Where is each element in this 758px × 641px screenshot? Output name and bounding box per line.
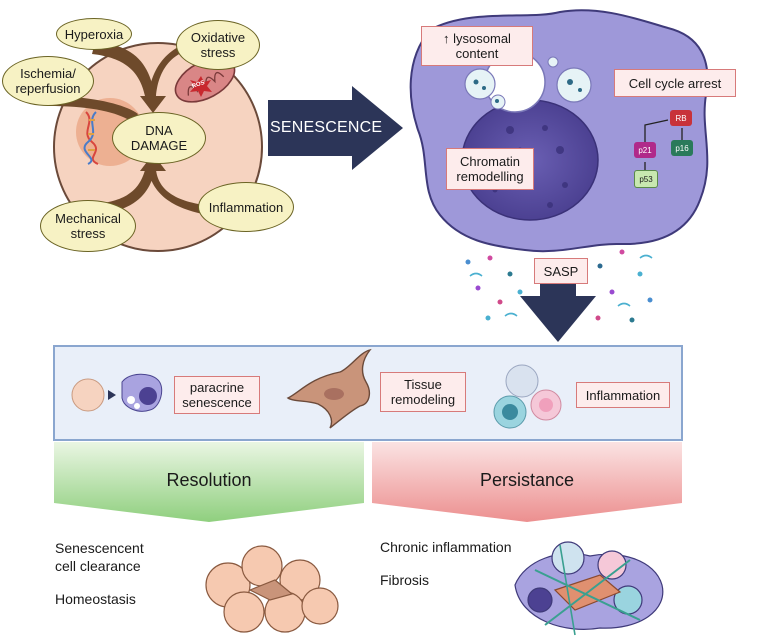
cause-inflammation: Inflammation xyxy=(198,182,294,232)
cause-ischemia-label: Ischemia/reperfusion xyxy=(15,66,81,96)
cause-hyperoxia: Hyperoxia xyxy=(56,18,132,50)
p21-node: p21 xyxy=(634,142,656,158)
dna-helix-icon xyxy=(83,111,99,165)
inflammation-effect-label: Inflammation xyxy=(576,382,670,408)
cause-hyperoxia-label: Hyperoxia xyxy=(64,26,124,42)
lysosome-vesicles xyxy=(464,51,592,113)
senescence-arrow-shape xyxy=(268,86,403,170)
p16-node: p16 xyxy=(671,140,693,156)
ros-burst-icon xyxy=(190,76,212,97)
cause-inflammation-label: Inflammation xyxy=(208,199,284,215)
persistance-tissue-cluster xyxy=(514,541,664,636)
resolution-title: Resolution xyxy=(166,470,252,490)
cell-cycle-arrest-label: Cell cycle arrest xyxy=(614,69,736,97)
resolution-cell-cluster xyxy=(205,545,339,633)
cause-ischemia: Ischemia/reperfusion xyxy=(2,56,94,106)
rb-node: RB xyxy=(670,110,692,126)
sasp-label: SASP xyxy=(534,258,588,284)
persistance-title: Persistance xyxy=(479,470,575,490)
chronic-inflammation-text: Chronic inflammation xyxy=(380,539,512,555)
homeostasis-text: Homeostasis xyxy=(55,591,136,607)
persistance-banner xyxy=(372,442,682,522)
pathway-arrows xyxy=(644,119,683,170)
resolution-banner xyxy=(54,442,364,522)
senescence-arrow-label: SENESCENCE xyxy=(270,119,383,136)
fibrosis-text: Fibrosis xyxy=(380,572,430,588)
p53-node: p53 xyxy=(634,170,658,188)
sasp-particles xyxy=(465,249,653,323)
